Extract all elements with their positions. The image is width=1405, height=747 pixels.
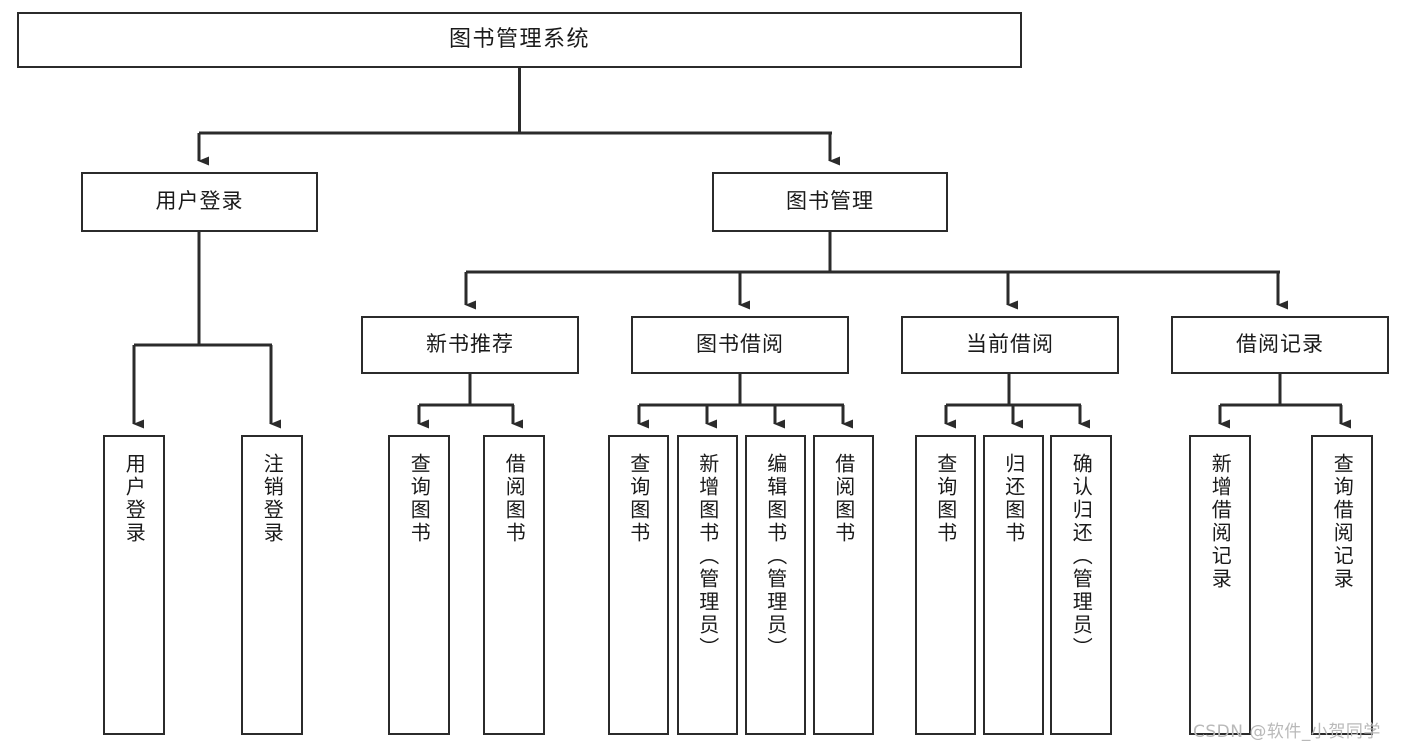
node-label: 编辑图书（管理员） [763, 453, 788, 660]
node-label: 用户登录 [122, 453, 147, 545]
leaf-add-borrow-record[interactable]: 新增借阅记录 [1189, 435, 1251, 735]
node-book-borrow[interactable]: 图书借阅 [631, 316, 849, 374]
node-label: 新增图书（管理员） [695, 453, 720, 660]
node-label: 查询图书 [933, 453, 958, 545]
leaf-query-book-borrow[interactable]: 查询图书 [608, 435, 669, 735]
leaf-return-book[interactable]: 归还图书 [983, 435, 1044, 735]
node-root[interactable]: 图书管理系统 [17, 12, 1022, 68]
node-label: 借阅图书 [831, 453, 856, 545]
watermark: CSDN @软件_小贺同学 [1193, 722, 1381, 742]
leaf-query-borrow-record[interactable]: 查询借阅记录 [1311, 435, 1373, 735]
node-book-management[interactable]: 图书管理 [712, 172, 948, 232]
leaf-borrow-book-recommend[interactable]: 借阅图书 [483, 435, 545, 735]
node-label: 新书推荐 [426, 332, 514, 357]
node-label: 确认归还（管理员） [1069, 453, 1094, 660]
node-label: 新增借阅记录 [1208, 453, 1233, 591]
node-label: 借阅图书 [502, 453, 527, 545]
node-new-book-recommend[interactable]: 新书推荐 [361, 316, 579, 374]
leaf-user-login[interactable]: 用户登录 [103, 435, 165, 735]
node-label: 注销登录 [260, 453, 285, 545]
leaf-borrow-book[interactable]: 借阅图书 [813, 435, 874, 735]
leaf-add-book-admin[interactable]: 新增图书（管理员） [677, 435, 738, 735]
leaf-query-book-current[interactable]: 查询图书 [915, 435, 976, 735]
leaf-confirm-return-admin[interactable]: 确认归还（管理员） [1050, 435, 1112, 735]
node-label: 当前借阅 [966, 332, 1054, 357]
node-label: 查询借阅记录 [1330, 453, 1355, 591]
leaf-logout[interactable]: 注销登录 [241, 435, 303, 735]
node-label: 借阅记录 [1236, 332, 1324, 357]
node-label: 图书管理系统 [448, 26, 590, 52]
node-user-login[interactable]: 用户登录 [81, 172, 318, 232]
node-label: 查询图书 [407, 453, 432, 545]
leaf-query-book-recommend[interactable]: 查询图书 [388, 435, 450, 735]
leaf-edit-book-admin[interactable]: 编辑图书（管理员） [745, 435, 806, 735]
node-borrow-record[interactable]: 借阅记录 [1171, 316, 1389, 374]
node-label: 图书借阅 [696, 332, 784, 357]
node-label: 用户登录 [155, 189, 244, 214]
node-label: 归还图书 [1001, 453, 1026, 545]
node-label: 图书管理 [786, 189, 874, 214]
node-label: 查询图书 [626, 453, 651, 545]
node-current-borrow[interactable]: 当前借阅 [901, 316, 1119, 374]
